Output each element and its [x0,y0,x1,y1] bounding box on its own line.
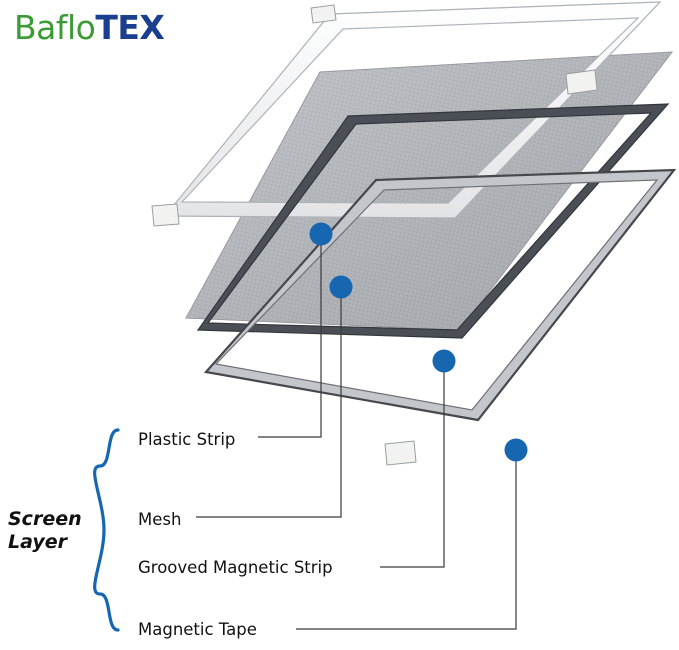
brand-logo-part2: TEX [95,8,165,47]
callout-dot-magnetic-tape [504,438,528,462]
group-label-line1: Screen [8,508,82,530]
callout-label-grooved-magnetic-strip: Grooved Magnetic Strip [138,558,333,577]
brand-logo-part1: Baflo [14,8,96,47]
magnetic-tape-layer-graphic [203,168,677,422]
frame-clip-icon [384,440,417,466]
callout-label-plastic-strip: Plastic Strip [138,430,236,449]
frame-clip-icon [565,69,598,95]
callout-dot-mesh [329,275,353,299]
callout-dot-plastic-strip [309,222,333,246]
callout-label-mesh: Mesh [138,510,182,529]
grooved-magnetic-strip-layer-graphic [196,103,670,339]
group-brace [93,428,120,632]
callout-label-magnetic-tape: Magnetic Tape [138,620,257,639]
frame-clip-icon [310,4,337,24]
callout-leader-lines [196,236,517,630]
frame-clip-icon [151,203,180,227]
callout-dots [309,222,528,462]
mesh-layer-graphic [185,51,674,331]
callout-dot-grooved-magnetic-strip [432,349,456,373]
group-label-line2: Layer [8,531,67,553]
brand-logo: BafloTEX [14,8,165,47]
plastic-strip-layer-graphic [151,1,662,466]
group-label: Screen Layer [8,508,100,554]
